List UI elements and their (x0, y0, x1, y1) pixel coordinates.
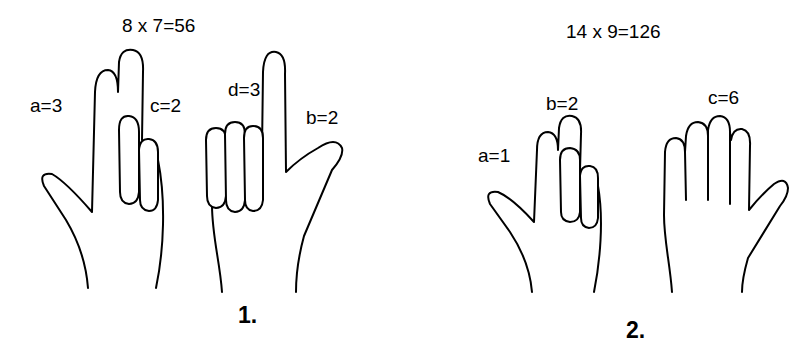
figure-number: 2. (626, 318, 645, 343)
hand-drawing (206, 52, 342, 292)
hand-drawing (664, 116, 788, 292)
finger-count-label: b=2 (306, 108, 338, 129)
finger-count-label: a=1 (478, 146, 510, 167)
hand-drawing (42, 50, 163, 288)
equation-title: 8 x 7=56 (122, 16, 195, 37)
finger-count-label: c=2 (150, 96, 181, 117)
finger-count-label: a=3 (30, 96, 62, 117)
finger-count-label: b=2 (546, 94, 578, 115)
equation-title: 14 x 9=126 (566, 22, 661, 43)
finger-count-label: d=3 (228, 80, 260, 101)
figure-number: 1. (238, 303, 257, 328)
hand-drawing (488, 116, 601, 292)
finger-count-label: c=6 (708, 88, 739, 109)
